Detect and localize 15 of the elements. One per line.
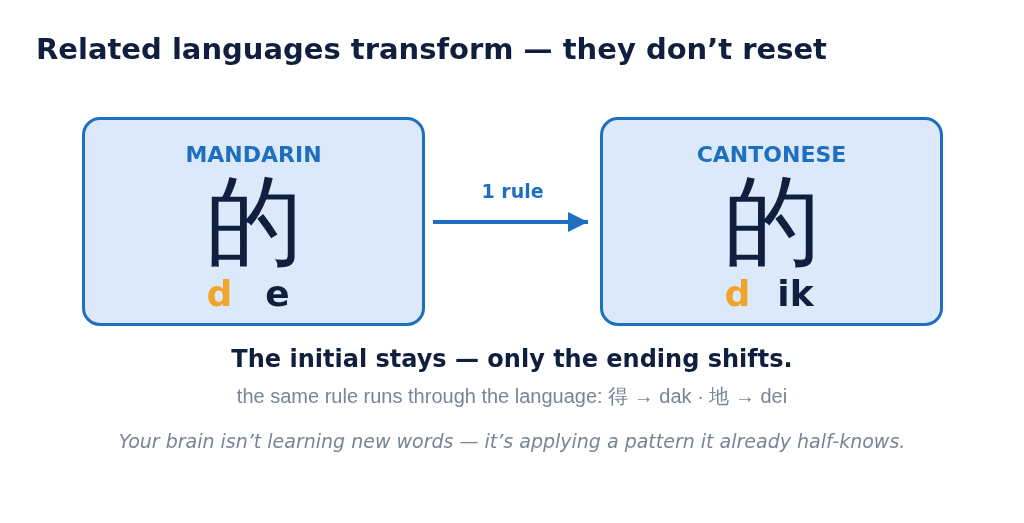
initial-sound: d — [724, 276, 751, 312]
language-box — [600, 117, 943, 326]
box-heading: MANDARIN — [185, 144, 322, 166]
arrow — [433, 212, 588, 232]
box-heading: CANTONESE — [696, 144, 847, 166]
final-sound: e — [265, 276, 290, 312]
chinese-character: 的 — [722, 172, 821, 270]
example-note: the same rule runs through the language: 得 → dak · 地 → dei — [236, 386, 788, 406]
initial-sound: d — [206, 276, 233, 312]
chinese-character: 的 — [204, 172, 303, 270]
summary-sentence: The initial stays — only the ending shifts. — [231, 347, 793, 371]
closing-note: Your brain isn’t learning new words — it’s applying a pattern it already half-knows. — [118, 432, 906, 451]
final-sound: ik — [777, 276, 814, 312]
language-box — [82, 117, 425, 326]
title: Related languages transform — they don’t reset — [36, 35, 827, 64]
